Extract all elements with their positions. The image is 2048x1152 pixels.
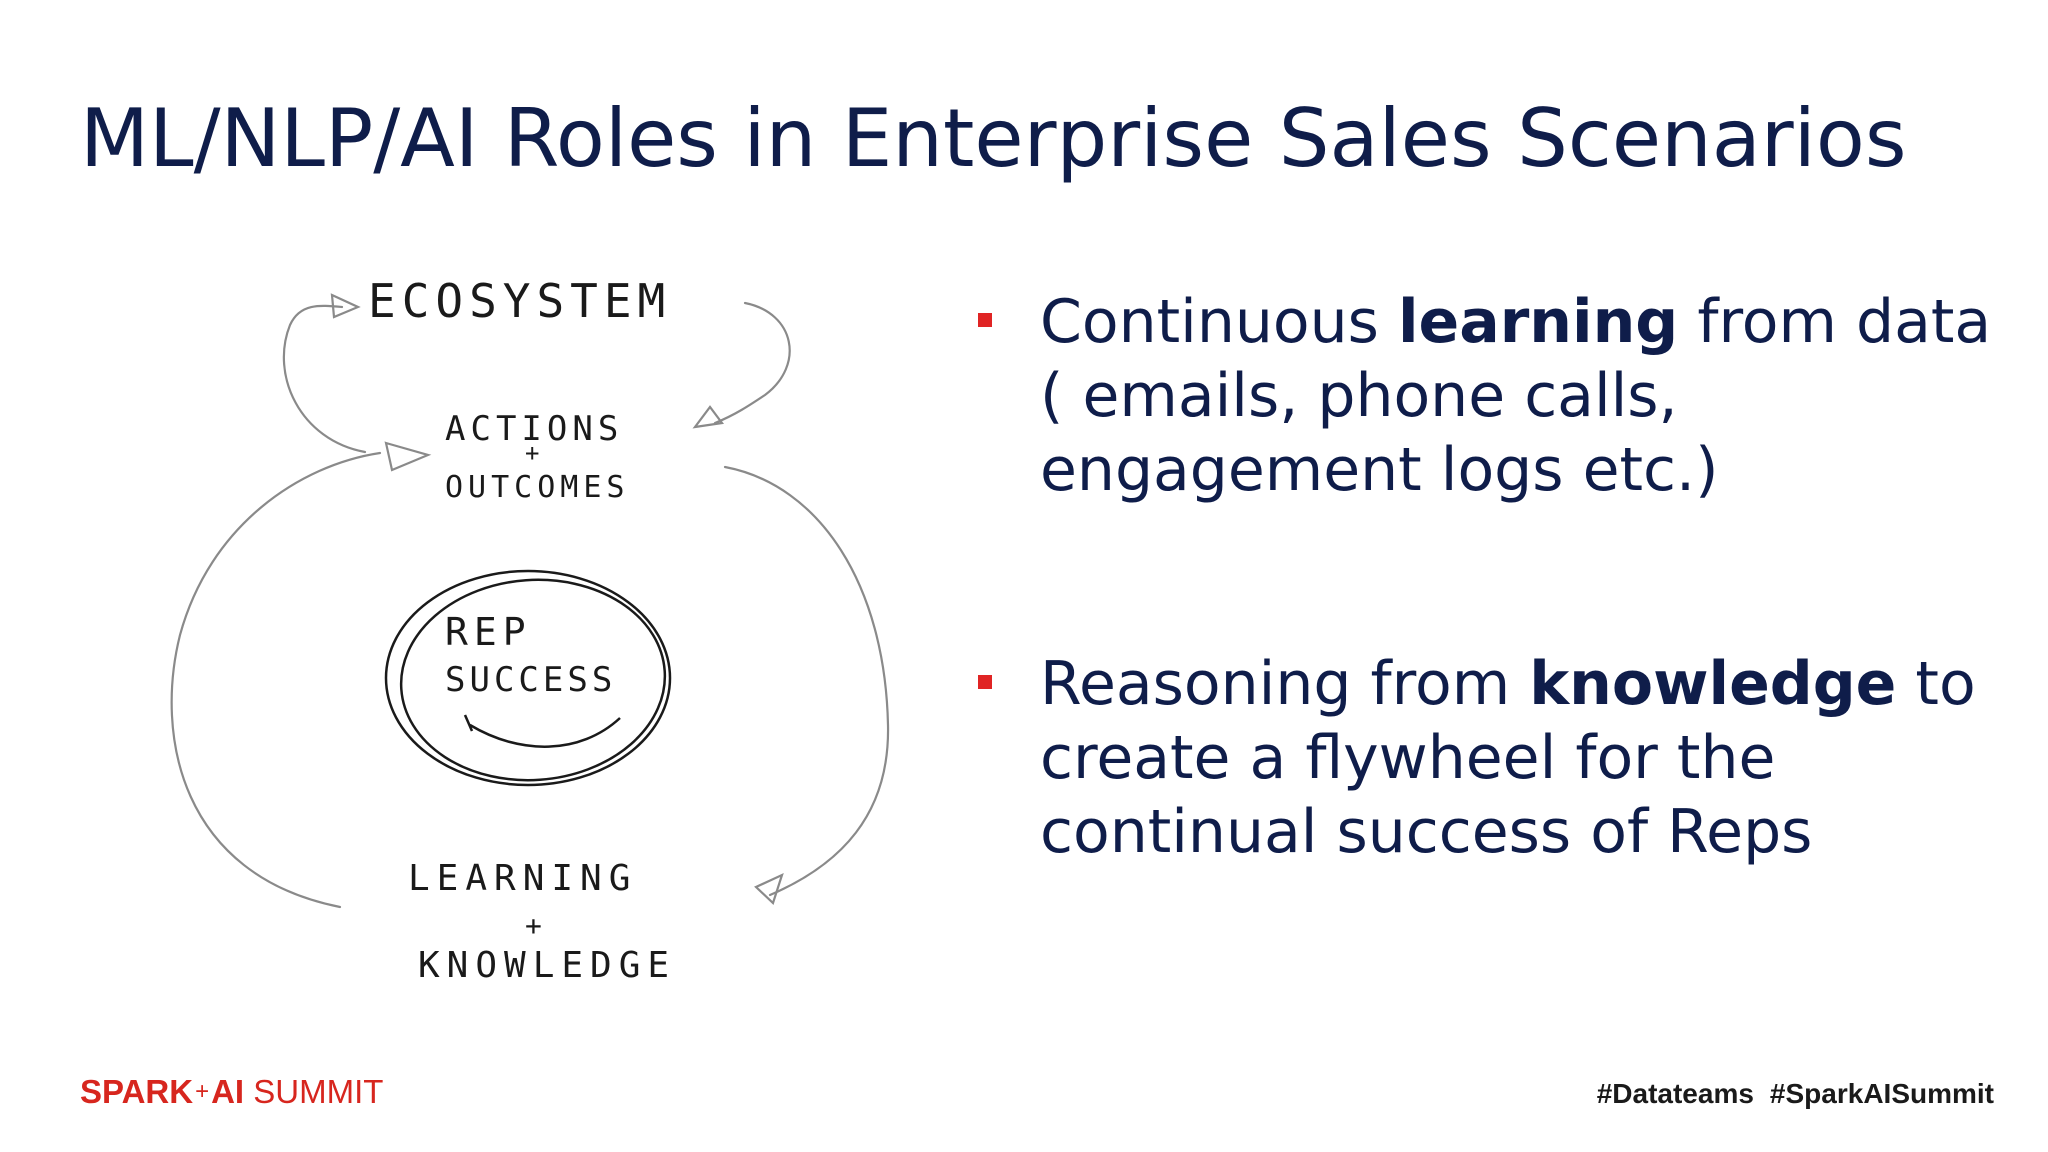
flywheel-diagram: ECOSYSTEM ACTIONS + OUTCOMES REP SUCCESS… (170, 274, 890, 986)
smile-arc-tick (463, 714, 474, 732)
bullet-item-learning: Continuous learning from data ( emails, … (970, 285, 2010, 507)
label-plus-2: + (525, 909, 542, 942)
label-learning: LEARNING (408, 858, 637, 899)
hashtag-sparkaisummit: #SparkAISummit (1769, 1078, 1994, 1109)
spark-ai-summit-logo: SPARK+AI SUMMIT (80, 1073, 383, 1111)
rep-success-circle-inner (399, 578, 667, 782)
bullet-emphasis: learning (1397, 287, 1679, 357)
bullet-emphasis: knowledge (1529, 649, 1897, 719)
label-ecosystem: ECOSYSTEM (368, 274, 671, 328)
logo-summit: SUMMIT (244, 1073, 384, 1110)
arrowhead-icon (692, 405, 724, 429)
arrowhead-icon (754, 872, 784, 905)
bullet-marker-icon (978, 675, 992, 689)
ecosystem-to-actions-arrow (713, 301, 791, 425)
slide-title: ML/NLP/AI Roles in Enterprise Sales Scen… (80, 92, 1907, 185)
actions-to-ecosystem-arrow (282, 304, 367, 454)
label-success: SUCCESS (445, 660, 616, 700)
logo-spark: SPARK (80, 1073, 194, 1110)
label-knowledge: KNOWLEDGE (418, 945, 676, 986)
rep-success-circle (384, 569, 672, 787)
hashtags: #Datateams #SparkAISummit (1597, 1078, 1994, 1110)
logo-plus: + (195, 1078, 210, 1105)
hashtag-datateams: #Datateams (1596, 1078, 1754, 1109)
learning-to-outcomes-arrow (170, 451, 382, 909)
bullet-list: Continuous learning from data ( emails, … (970, 285, 2010, 1009)
arrowhead-icon (330, 293, 361, 319)
bullet-item-knowledge: Reasoning from knowledge to create a fly… (970, 647, 2010, 869)
bullet-text: from data ( emails, phone calls, engagem… (1040, 287, 1992, 505)
bullet-marker-icon (978, 313, 992, 327)
logo-ai: AI (211, 1073, 245, 1110)
bullet-text: Reasoning from (1040, 649, 1530, 719)
label-outcomes: OUTCOMES (445, 470, 630, 505)
arrowhead-icon (384, 441, 432, 472)
bullet-text: Continuous (1040, 287, 1398, 357)
label-plus-1: + (525, 439, 539, 467)
outcomes-to-learning-arrow (723, 465, 890, 897)
smile-arc (469, 717, 621, 748)
label-rep: REP (445, 610, 532, 654)
label-actions: ACTIONS (445, 409, 623, 449)
bullet-text: to create a flywheel for the continual s… (1040, 649, 1976, 867)
